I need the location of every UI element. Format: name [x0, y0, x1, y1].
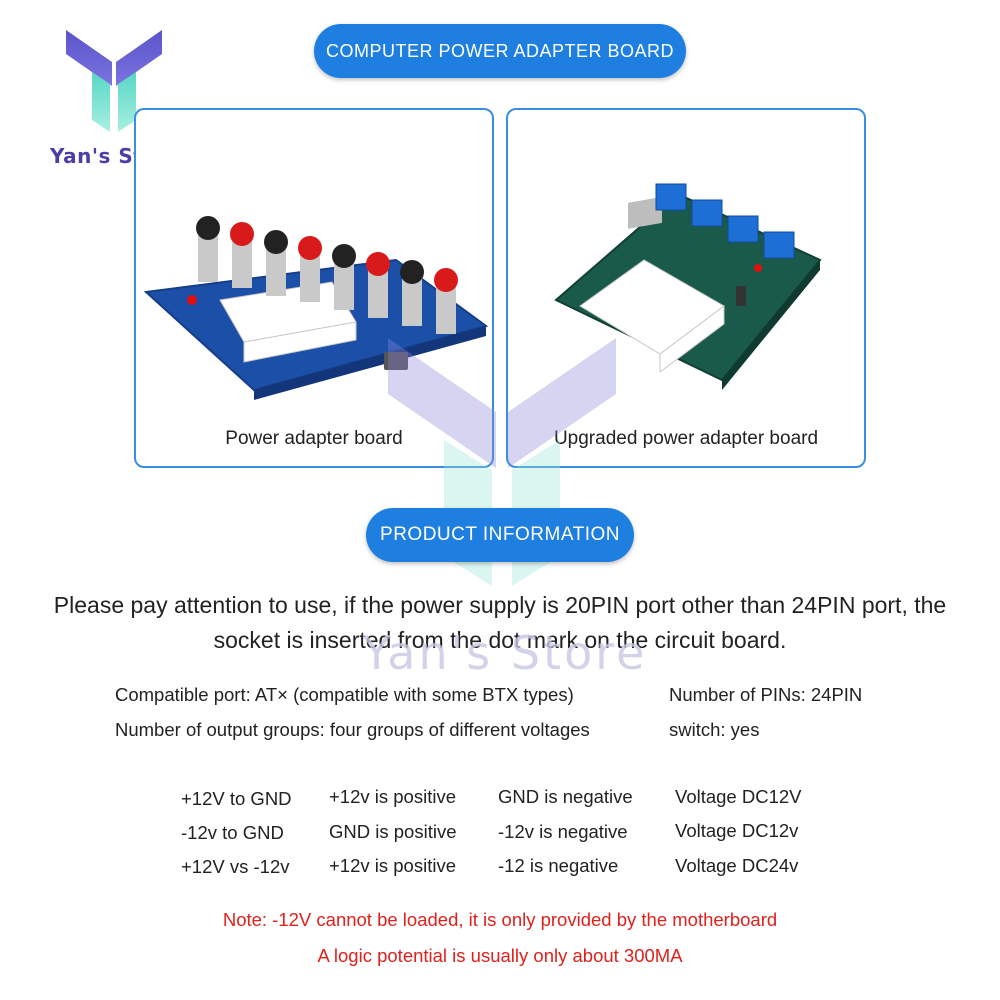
terminal-blocks: [655, 183, 795, 259]
voltage-cell: +12v is positive: [329, 855, 456, 876]
section-title-product-information: PRODUCT INFORMATION: [366, 508, 634, 562]
usage-notice: Please pay attention to use, if the powe…: [53, 592, 947, 653]
product-card-upgraded: Upgraded power adapter board: [506, 108, 866, 468]
voltage-cell: GND is negative: [498, 786, 633, 807]
basic-board-image: [143, 216, 489, 400]
note-logic-potential: A logic potential is usually only about …: [317, 945, 683, 966]
yans-store-logo-icon: [66, 30, 162, 132]
watermark-text: Yan's Store: [362, 626, 648, 680]
spec-switch: switch: yes: [669, 719, 760, 740]
spec-pins: Number of PINs: 24PIN: [669, 684, 863, 705]
spec-output-groups: Number of output groups: four groups of …: [115, 719, 590, 740]
product-card-basic: Power adapter board: [134, 108, 494, 468]
voltage-cell: +12v is positive: [329, 786, 456, 807]
card-label-basic: Power adapter board: [225, 428, 403, 449]
upgraded-board-image: [554, 183, 822, 390]
section-title-adapter-board: COMPUTER POWER ADAPTER BOARD: [314, 24, 686, 78]
voltage-cell: Voltage DC24v: [675, 855, 799, 876]
voltage-cell: -12v to GND: [181, 822, 284, 843]
voltage-cell: Voltage DC12v: [675, 820, 799, 841]
binding-posts: [196, 216, 458, 334]
voltage-cell: GND is positive: [329, 821, 457, 842]
voltage-cell: +12V to GND: [181, 788, 292, 809]
voltage-cell: -12v is negative: [498, 821, 628, 842]
voltage-cell: Voltage DC12V: [675, 786, 802, 807]
voltage-cell: -12 is negative: [498, 855, 619, 876]
card-label-upgraded: Upgraded power adapter board: [553, 428, 819, 449]
note-minus-12v: Note: -12V cannot be loaded, it is only …: [222, 909, 778, 930]
spec-compatible-port: Compatible port: AT× (compatible with so…: [115, 684, 574, 705]
voltage-cell: +12V vs -12v: [181, 856, 290, 877]
